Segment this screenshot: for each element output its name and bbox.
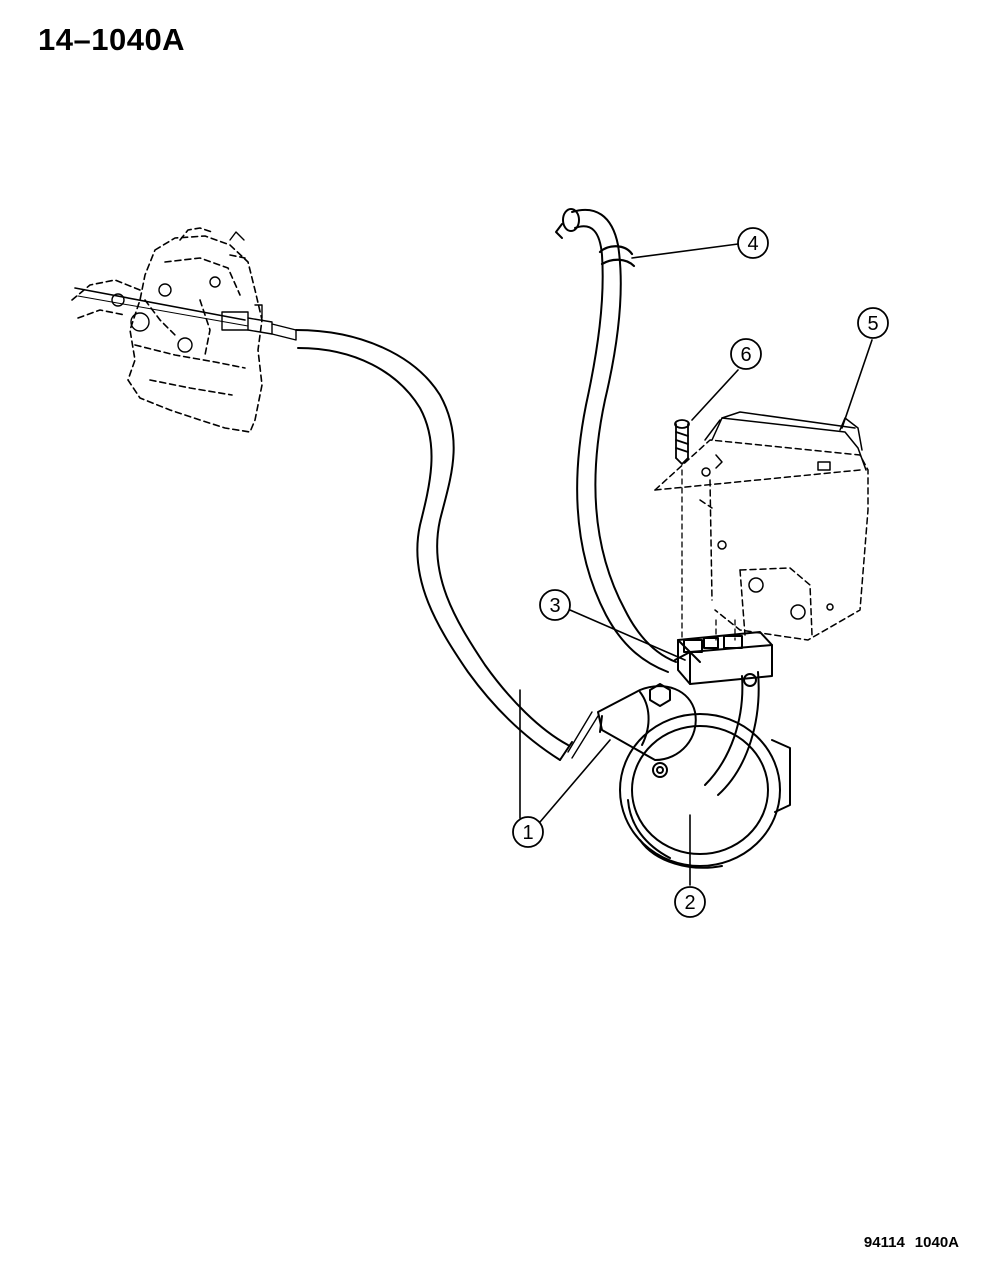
mounting-bolt: [674, 419, 736, 641]
throttle-linkage-assembly: [71, 227, 263, 433]
footer-reference: 94114 1040A: [854, 1234, 959, 1251]
diagram-code: 14–1040A: [38, 22, 186, 57]
speed-control-cable: [295, 329, 599, 761]
servo-bracket: [677, 631, 773, 796]
callout-1: 1: [512, 816, 544, 848]
vacuum-hose: [555, 208, 677, 673]
callout-6: 6: [730, 338, 762, 370]
callout-5: 5: [857, 307, 889, 339]
callout-label-4: 4: [747, 233, 758, 255]
callout-label-3: 3: [549, 595, 560, 617]
mounting-bracket: [654, 411, 869, 641]
callout-label-6: 6: [740, 344, 751, 366]
footer-ref-right: 1040A: [914, 1234, 959, 1251]
callout-label-5: 5: [867, 313, 878, 335]
callout-label-1: 1: [522, 822, 533, 844]
footer-ref-left: 94114: [863, 1234, 905, 1251]
callout-4: 4: [737, 227, 769, 259]
callout-2: 2: [674, 886, 706, 918]
leader-lines: [519, 243, 873, 886]
throttle-linkage-details: [74, 231, 297, 353]
callout-3: 3: [539, 589, 571, 621]
callout-label-2: 2: [684, 892, 695, 914]
